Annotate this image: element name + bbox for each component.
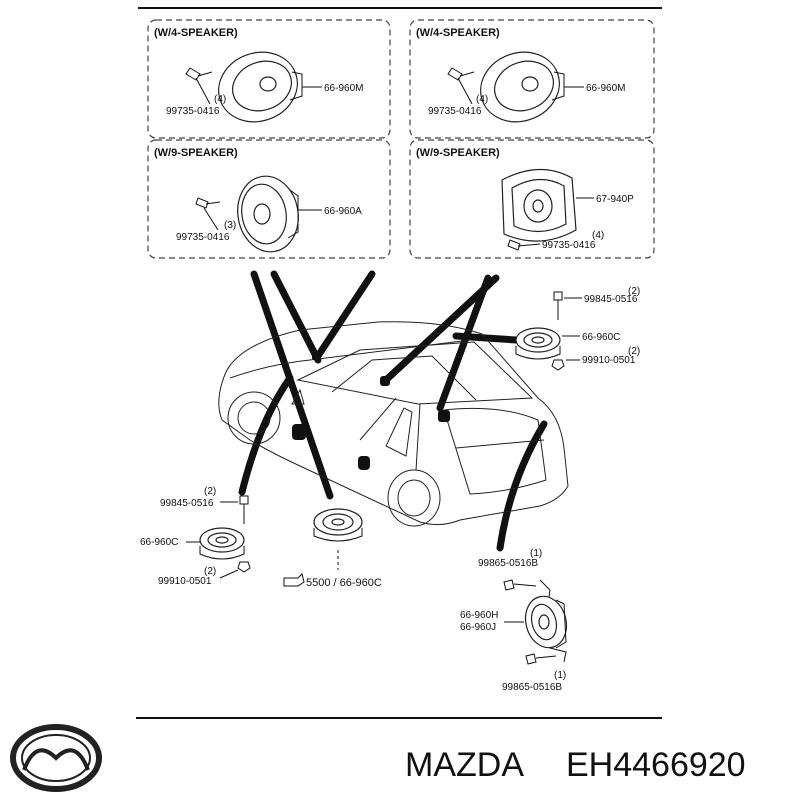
car-outline	[218, 321, 569, 527]
tweeter-icon	[313, 508, 363, 542]
box-bottom-left	[147, 139, 391, 259]
screw-icon	[195, 197, 221, 209]
tweeter-icon	[199, 527, 245, 560]
box-top-right-header: (W/4-SPEAKER)	[416, 27, 500, 39]
bl-speaker-label: 66-960A	[324, 206, 362, 217]
screw-icon	[503, 579, 537, 591]
leader-line	[270, 270, 322, 364]
nut-icon	[237, 561, 251, 573]
rt-tweeter-label: 66-960C	[582, 332, 620, 343]
caption-brand: MAZDA	[405, 746, 524, 784]
bl-screw-label: 99735-0416	[176, 232, 230, 243]
leader-line	[314, 270, 376, 360]
box-bottom-right-header: (W/9-SPEAKER)	[416, 147, 500, 159]
leader-line	[382, 274, 500, 384]
rt-bolt-label: 99845-0516	[584, 294, 638, 305]
box-top-left-header: (W/4-SPEAKER)	[154, 27, 238, 39]
mazda-logo-icon	[10, 724, 102, 792]
caption-part-number: EH4466920	[566, 746, 746, 784]
oval-speaker-icon	[218, 51, 303, 123]
sub-screw-top-label: 99865-0516B	[478, 558, 538, 569]
lt-nut-label: 99910-0501	[158, 576, 212, 587]
sub-screw-bottom-label: 99865-0516B	[502, 682, 562, 693]
sub-screw-top-qty: (1)	[530, 548, 542, 559]
sub-speaker-h-label: 66-960H	[460, 610, 498, 621]
lt-tweeter-label: 66-960C	[140, 537, 178, 548]
round-speaker-icon	[237, 175, 299, 253]
lt-bolt-label: 99845-0516	[160, 498, 214, 509]
sub-screw-bottom-qty: (1)	[554, 670, 566, 681]
screw-icon	[507, 239, 541, 251]
center-ref-label: 5500 / 66-960C	[306, 577, 382, 589]
bl-screw-qty: (3)	[224, 220, 236, 231]
rectangular-speaker-icon	[501, 168, 577, 242]
box-top-right	[409, 19, 655, 139]
box-top-left	[147, 19, 391, 139]
box-bottom-right	[409, 139, 655, 259]
screw-icon	[447, 67, 475, 81]
pointing-hand-icon	[283, 573, 305, 587]
rt-nut-label: 99910-0501	[582, 355, 636, 366]
tr-screw-qty: (4)	[476, 94, 488, 105]
box-bottom-left-header: (W/9-SPEAKER)	[154, 147, 238, 159]
br-speaker-label: 67-940P	[596, 194, 634, 205]
leader-line	[238, 374, 294, 496]
screw-icon	[185, 67, 213, 81]
rt-bolt-qty: (2)	[628, 286, 640, 297]
br-screw-qty: (4)	[592, 230, 604, 241]
tl-screw-qty: (4)	[214, 94, 226, 105]
subwoofer-speaker-icon	[524, 595, 568, 649]
leader-line	[496, 420, 548, 552]
nut-icon	[551, 359, 565, 371]
lt-bolt-qty: (2)	[204, 486, 216, 497]
lt-nut-qty: (2)	[204, 566, 216, 577]
screw-icon	[525, 653, 557, 665]
sub-speaker-j-label: 66-960J	[460, 622, 496, 633]
bolt-icon	[239, 495, 249, 524]
tr-screw-label: 99735-0416	[428, 106, 482, 117]
bolt-icon	[553, 291, 563, 320]
tweeter-icon	[515, 327, 561, 360]
br-screw-label: 99735-0416	[542, 240, 596, 251]
tl-screw-label: 99735-0416	[166, 106, 220, 117]
tl-speaker-label: 66-960M	[324, 83, 363, 94]
leader-line	[250, 270, 334, 500]
rt-nut-qty: (2)	[628, 346, 640, 357]
tr-speaker-label: 66-960M	[586, 83, 625, 94]
oval-speaker-icon	[480, 51, 565, 123]
